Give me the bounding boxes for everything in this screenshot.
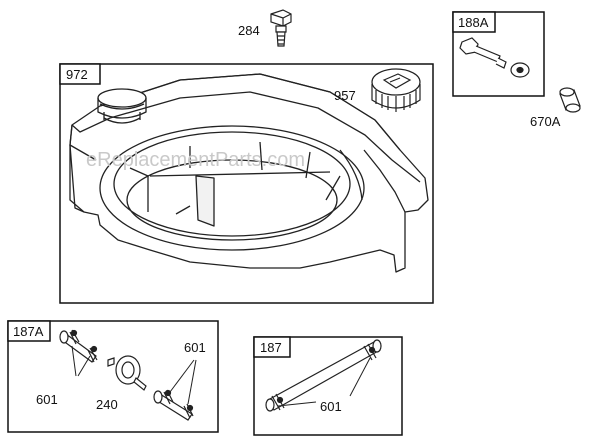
callout-spacer-label: 670A (530, 114, 561, 129)
tank-box-tag: 972 (66, 67, 88, 82)
fuel-filter-240 (107, 355, 147, 391)
fuel-cap-screw-box-tag: 188A (458, 15, 489, 30)
fuel-cap-957 (371, 68, 421, 112)
callout-fuel-cap-label: 957 (334, 88, 356, 103)
tank-box: 972 (59, 63, 434, 304)
filter-kit-leaders (71, 345, 197, 405)
fuel-line (265, 339, 382, 412)
line-kit-box: 187 (253, 336, 403, 436)
washer (510, 62, 530, 78)
callout-clamp-line-label: 601 (320, 399, 342, 414)
callout-bolt-label: 284 (238, 23, 260, 38)
fuel-cap-screw-box: 188A (452, 11, 545, 97)
filter-kit-box: 187A (7, 320, 219, 433)
line-kit-leaders (277, 357, 371, 407)
hose-left (59, 329, 98, 363)
shoulder-screw (459, 37, 507, 69)
bolt-284 (270, 9, 292, 47)
line-kit-box-tag: 187 (260, 340, 282, 355)
callout-clamp-left-label: 601 (36, 392, 58, 407)
callout-fuel-filter-label: 240 (96, 397, 118, 412)
callout-clamp-right-label: 601 (184, 340, 206, 355)
spacer-670a (559, 87, 581, 113)
filter-kit-box-tag: 187A (13, 324, 44, 339)
fuel-tank-drawing (69, 73, 429, 273)
hose-right (153, 389, 194, 421)
watermark-text: eReplacementParts.com (86, 149, 305, 171)
